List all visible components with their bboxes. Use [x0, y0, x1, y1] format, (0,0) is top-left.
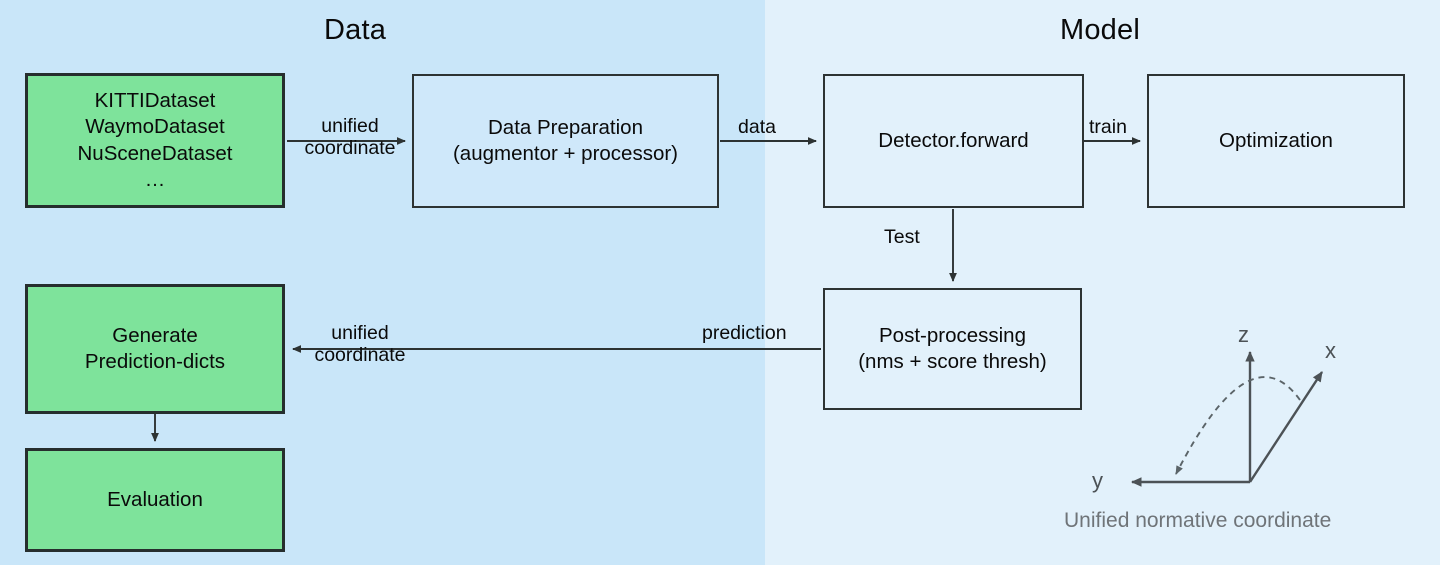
edge-label-train: train [1089, 116, 1127, 138]
node-evaluation[interactable]: Evaluation [25, 448, 285, 552]
edge-label-unified-bottom-line1: unified [331, 322, 389, 344]
node-detector-forward-label: Detector.forward [878, 128, 1029, 152]
node-evaluation-label: Evaluation [107, 487, 203, 511]
axis-label-x: x [1325, 338, 1336, 363]
axis-label-z: z [1238, 322, 1249, 347]
node-post-processing-label: Post-processing (nms + score thresh) [858, 323, 1047, 373]
edge-label-unified-bottom-line2: coordinate [314, 343, 406, 366]
node-post-processing[interactable]: Post-processing (nms + score thresh) [823, 288, 1082, 410]
node-optimization[interactable]: Optimization [1147, 74, 1405, 208]
edge-label-unified-coordinate-bottom: unified coordinate [297, 322, 423, 367]
node-generate-prediction-dicts-label: Generate Prediction-dicts [84, 323, 226, 373]
coordinate-widget-caption: Unified normative coordinate [1064, 509, 1332, 532]
section-title-model: Model [1060, 14, 1140, 46]
edge-label-data: data [738, 116, 776, 138]
node-datasets-label: KITTIDataset WaymoDataset NuSceneDataset… [77, 89, 233, 191]
edge-label-prediction: prediction [702, 322, 787, 344]
node-generate-prediction-dicts[interactable]: Generate Prediction-dicts [25, 284, 285, 414]
edge-label-unified-top-line2: coordinate [304, 136, 396, 159]
edge-label-test: Test [884, 226, 920, 248]
edge-label-unified-top-line1: unified [321, 115, 379, 137]
node-datasets[interactable]: KITTIDataset WaymoDataset NuSceneDataset… [25, 73, 285, 208]
axis-label-y: y [1092, 468, 1103, 493]
node-data-preparation[interactable]: Data Preparation (augmentor + processor) [412, 74, 719, 208]
node-data-preparation-label: Data Preparation (augmentor + processor) [452, 115, 679, 165]
section-title-data: Data [323, 14, 387, 46]
node-detector-forward[interactable]: Detector.forward [823, 74, 1084, 208]
node-optimization-label: Optimization [1219, 128, 1333, 152]
edge-label-unified-coordinate-top: unified coordinate [291, 115, 409, 160]
